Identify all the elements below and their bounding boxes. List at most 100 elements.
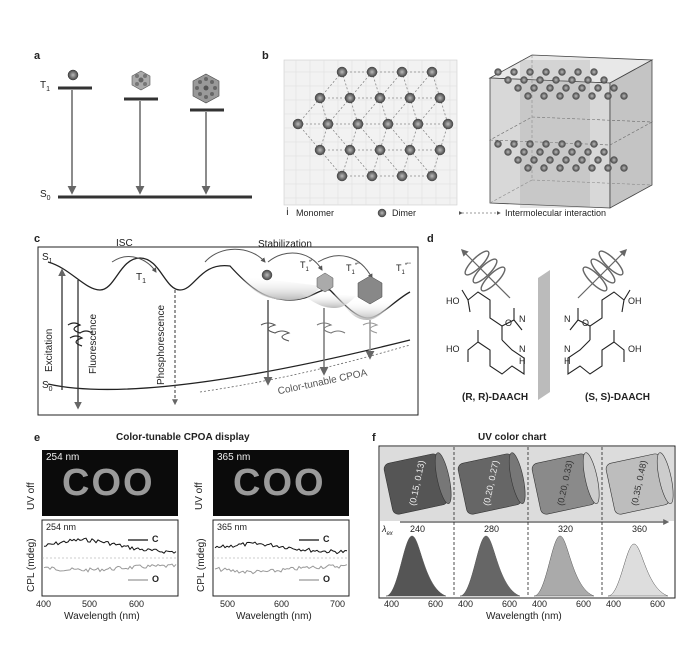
f-ex-2: 320 — [558, 524, 574, 534]
box-molecule — [600, 76, 608, 84]
legend-monomer: Monomer — [296, 208, 335, 218]
f-tick-0-0: 400 — [384, 599, 400, 609]
d-o-right: O — [582, 318, 590, 328]
box-molecule — [514, 84, 522, 92]
box-molecule — [610, 84, 618, 92]
e-pattern-left: COO — [62, 462, 155, 504]
s0-label: S0 — [40, 189, 51, 202]
box-molecule — [520, 76, 528, 84]
f-tick-1-1: 600 — [502, 599, 518, 609]
s0-curve — [47, 339, 411, 391]
d-ho-left-2: HO — [446, 344, 460, 354]
e-tick-right-2: 700 — [330, 599, 346, 609]
left-molecule — [461, 289, 525, 376]
box-molecule — [572, 92, 580, 100]
f-tick-0-1: 600 — [428, 599, 444, 609]
box-molecule — [526, 68, 534, 76]
lattice-molecule — [314, 144, 326, 156]
box-molecule — [558, 140, 566, 148]
box-molecule — [574, 68, 582, 76]
right-molecule — [567, 289, 631, 376]
f-spectrum-1 — [459, 535, 521, 597]
box-molecule — [494, 140, 502, 148]
panel-f-label: f — [372, 432, 376, 444]
large-cluster-icon — [192, 73, 220, 104]
d-ho-left-1: HO — [446, 296, 460, 306]
box-molecule — [620, 164, 628, 172]
f-tick-3-0: 400 — [606, 599, 622, 609]
mirror-plane — [538, 270, 550, 400]
lattice-molecule — [344, 92, 356, 104]
f-ex-3: 360 — [632, 524, 648, 534]
f-ex-0: 240 — [410, 524, 426, 534]
panel-c-label: c — [34, 233, 41, 245]
box-molecule — [584, 76, 592, 84]
panel-e-label: e — [34, 432, 41, 444]
box-molecule — [588, 164, 596, 172]
d-o-left: O — [505, 318, 513, 328]
box-molecule — [568, 76, 576, 84]
panel-b-label: b — [262, 50, 269, 62]
box-molecule — [524, 92, 532, 100]
f-spectrum-0 — [385, 535, 447, 597]
c-t1p-label: T1*' — [300, 260, 313, 273]
box-molecule — [520, 148, 528, 156]
lattice-molecule — [374, 144, 386, 156]
box-molecule — [556, 164, 564, 172]
box-molecule — [584, 148, 592, 156]
lattice-molecule — [366, 170, 378, 182]
box-molecule — [546, 156, 554, 164]
c-stabilization-label: Stabilization — [258, 239, 312, 250]
lattice-molecule — [314, 92, 326, 104]
f-ex-1: 280 — [484, 524, 500, 534]
c-cluster-icon — [357, 275, 383, 305]
box-molecule — [530, 84, 538, 92]
lattice-molecule — [404, 144, 416, 156]
box-molecule — [540, 164, 548, 172]
c-s0-label: S0 — [42, 380, 53, 393]
e-legend-c-right: C — [323, 534, 330, 544]
box-molecule — [514, 156, 522, 164]
box-molecule — [494, 68, 502, 76]
e-tick-left-0: 400 — [36, 599, 52, 609]
e-legend-o-right: O — [323, 574, 331, 584]
box-molecule — [574, 140, 582, 148]
box-molecule — [594, 84, 602, 92]
box-molecule — [558, 68, 566, 76]
e-tick-right-1: 600 — [274, 599, 290, 609]
box-molecule — [590, 68, 598, 76]
c-dimer-icon — [316, 272, 334, 293]
panel-a-label: a — [34, 50, 41, 62]
lattice-molecule — [412, 118, 424, 130]
e-legend-o-left: O — [152, 574, 160, 584]
box-molecule — [536, 148, 544, 156]
box-molecule — [604, 164, 612, 172]
f-tick-2-1: 600 — [576, 599, 592, 609]
e-xlabel-left: Wavelength (nm) — [64, 611, 140, 622]
box-molecule — [546, 84, 554, 92]
lattice-molecule — [396, 170, 408, 182]
f-lambda-label: λex — [382, 524, 393, 537]
box-molecule — [568, 148, 576, 156]
box-molecule — [590, 140, 598, 148]
box-molecule — [578, 156, 586, 164]
c-isc-label: ISC — [116, 238, 133, 249]
box-molecule — [578, 84, 586, 92]
c-monomer-icon — [261, 269, 273, 281]
d-n-right-2: N — [564, 344, 571, 354]
box-molecule — [604, 92, 612, 100]
f-tick-2-0: 400 — [532, 599, 548, 609]
right-helix-icon — [577, 248, 628, 299]
d-n-left-2: N — [519, 344, 526, 354]
lattice-molecule — [366, 66, 378, 78]
t1-label: T1 — [40, 80, 51, 93]
f-title: UV color chart — [478, 432, 547, 443]
box-molecule — [552, 76, 560, 84]
box-molecule — [542, 68, 550, 76]
box-molecule — [536, 76, 544, 84]
box-molecule — [524, 164, 532, 172]
